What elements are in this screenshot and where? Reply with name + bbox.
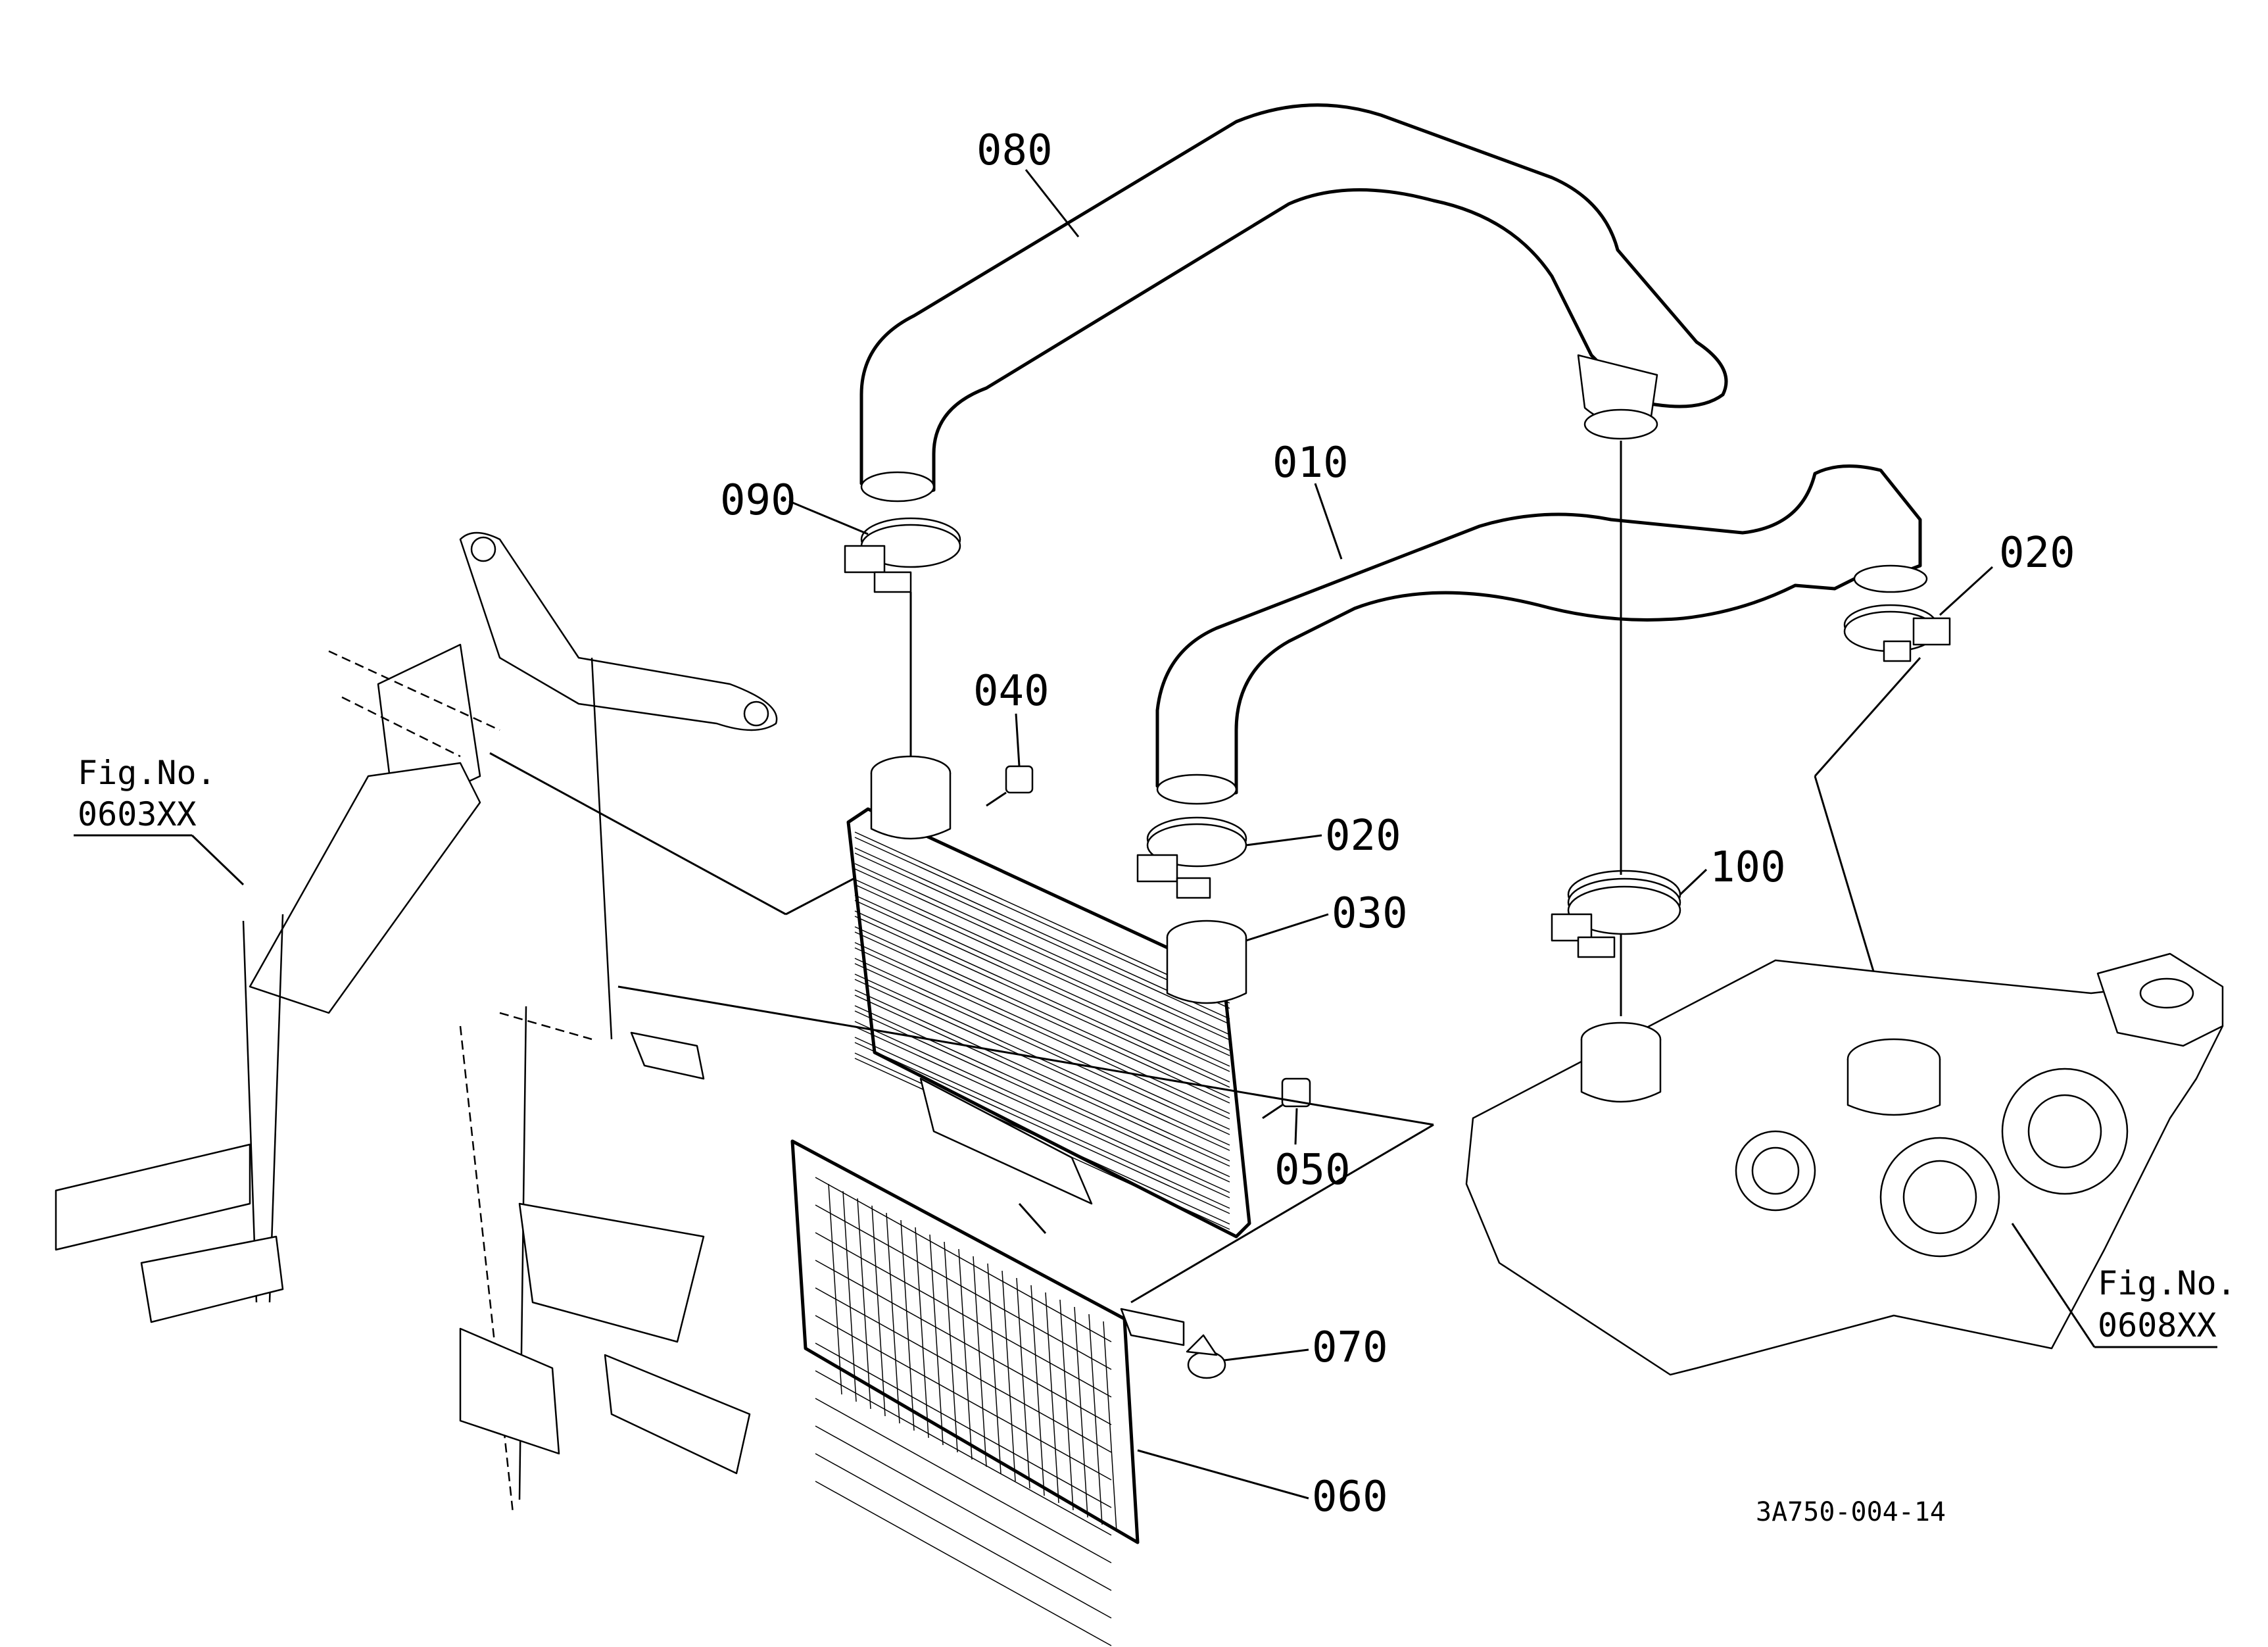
fig-ref-right-title: Fig.No.: [2098, 1264, 2236, 1302]
label-040: 040: [973, 667, 1050, 716]
screen-060: [790, 1139, 1185, 1646]
label-080: 080: [977, 126, 1053, 175]
fig-ref-right-number: 0608XX: [2098, 1306, 2217, 1344]
callouts: 080 010 090 020 040 020 030 100 050 070 …: [720, 126, 2075, 1521]
wing-nut-070: [1186, 1334, 1226, 1379]
label-020-right: 020: [1999, 529, 2075, 578]
label-070: 070: [1312, 1323, 1388, 1372]
clamp-020-right: [1843, 604, 1951, 662]
engine-block: [1465, 952, 2224, 1376]
fig-ref-left-number: 0603XX: [78, 795, 197, 833]
figure-reference-left: Fig.No. 0603XX: [74, 754, 245, 886]
clamp-020-mid: [1136, 816, 1247, 899]
label-060: 060: [1312, 1473, 1388, 1521]
label-020-mid: 020: [1325, 812, 1401, 860]
label-050: 050: [1274, 1146, 1351, 1194]
bolt-050: [1262, 1077, 1311, 1119]
intercooler-core: [846, 755, 1251, 1239]
figure-reference-right: Fig.No. 0608XX: [2011, 1223, 2236, 1348]
assembly-lines: [489, 441, 1921, 1304]
frame-left: [55, 531, 778, 1513]
clamp-100: [1551, 870, 1681, 958]
label-090: 090: [720, 476, 796, 525]
label-100: 100: [1710, 843, 1786, 892]
label-010: 010: [1272, 439, 1349, 487]
bolt-040: [986, 765, 1034, 807]
drawing-code: 3A750-004-14: [1756, 1497, 1946, 1527]
clamp-090: [844, 517, 961, 593]
label-030: 030: [1332, 889, 1408, 938]
fig-ref-left-title: Fig.No.: [78, 754, 216, 792]
hose-080: [859, 103, 1728, 503]
hose-010: [1155, 464, 1928, 805]
